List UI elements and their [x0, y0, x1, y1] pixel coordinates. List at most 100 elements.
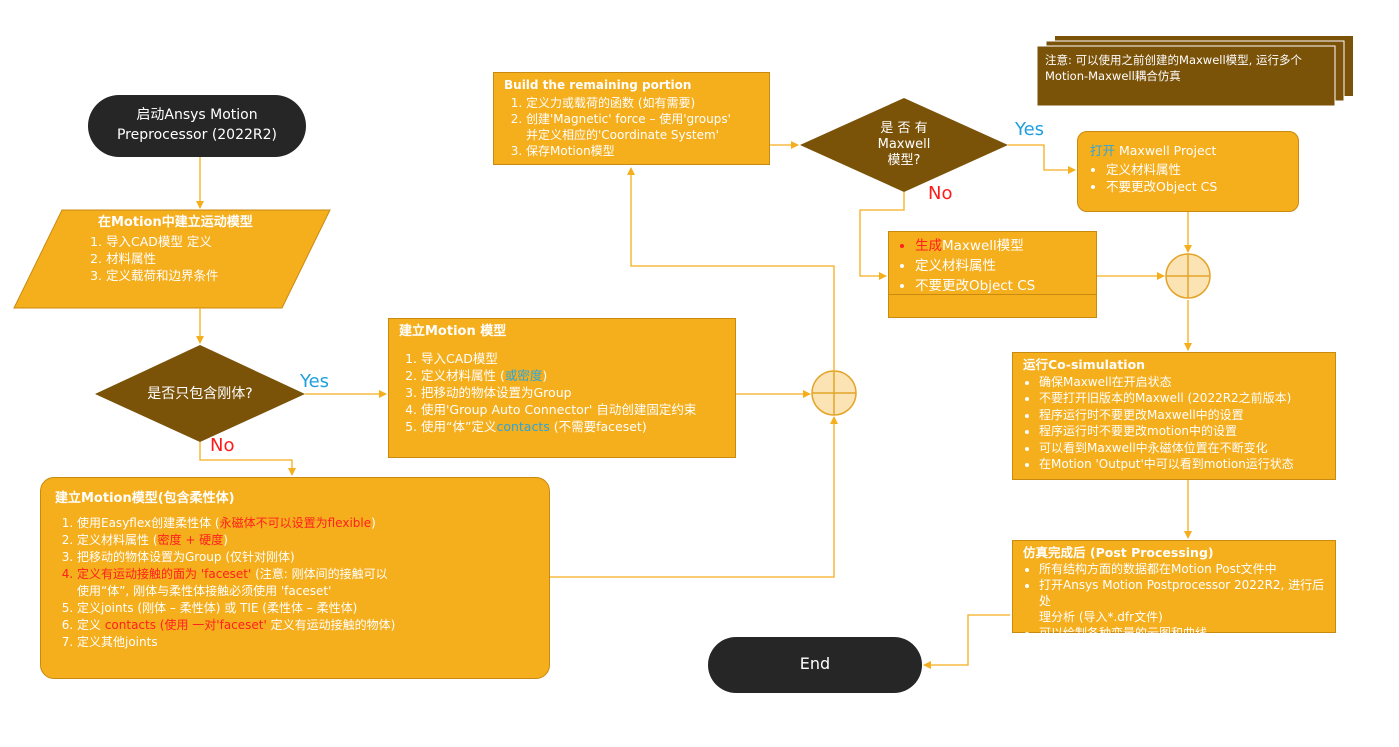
decision-rigid-yes: Yes — [300, 371, 330, 392]
flex-item-1-b: 永磁体不可以设置为flexible — [219, 516, 372, 530]
gen-maxwell-item-3-text: 不要更改Object CS — [915, 278, 1036, 294]
decision-maxwell-label: 是 否 有 Maxwell 模型? — [844, 121, 964, 169]
gen-maxwell-item-1-b: Maxwell模型 — [942, 238, 1024, 254]
rigid-model-item-1-text: 导入CAD模型 — [421, 351, 498, 366]
gen-maxwell-box: 生成Maxwell模型 定义材料属性 不要更改Object CS — [888, 231, 1097, 318]
open-maxwell-title-a: 打开 — [1090, 143, 1116, 158]
post-item-3-text: 可以绘制各种变量的云图和曲线 — [1039, 626, 1208, 640]
cosim-box: 运行Co-simulation 确保Maxwell在开启状态 不要打开旧版本的M… — [1012, 352, 1336, 480]
end-label: End — [799, 654, 831, 673]
rigid-model-item-2: 定义材料属性 (或密度) — [421, 367, 725, 384]
build-model-item-1: 导入CAD模型 定义 — [106, 233, 318, 250]
flex-item-2-a: 定义材料属性 ( — [77, 533, 158, 547]
flex-item-1-a: 使用Easyflex创建柔性体 ( — [77, 516, 220, 530]
arrow-post-to-end — [923, 614, 1010, 669]
remaining-item-2-line2: 并定义相应的'Coordinate System' — [526, 128, 719, 142]
build-model-item-3: 定义载荷和边界条件 — [106, 267, 318, 284]
decision-rigid-diamond — [95, 345, 305, 442]
end-terminator — [708, 637, 922, 693]
cosim-item-3: 程序运行时不要更改Maxwell中的设置 — [1039, 407, 1325, 424]
flex-item-1: 使用Easyflex创建柔性体 (永磁体不可以设置为flexible) — [77, 515, 535, 532]
flex-item-6-a: 定义 — [77, 618, 105, 632]
gen-maxwell-item-2: 定义材料属性 — [915, 256, 1086, 276]
decision-maxwell-diamond — [800, 98, 1008, 192]
rigid-model-item-2-a: 定义材料属性 ( — [421, 368, 505, 383]
note-text: 注意: 可以使用之前创建的Maxwell模型, 运行多个 Motion-Maxw… — [1045, 52, 1331, 84]
open-maxwell-box: 打开 Maxwell Project 定义材料属性 不要更改Object CS — [1077, 131, 1299, 212]
gen-maxwell-item-1-a: 生成 — [915, 238, 942, 254]
gen-maxwell-item-3: 不要更改Object CS — [915, 276, 1086, 296]
rigid-model-item-2-b: 或密度 — [504, 368, 543, 383]
rigid-model-box: 建立Motion 模型 导入CAD模型 定义材料属性 (或密度) 把移动的物体设… — [388, 318, 736, 458]
cosim-item-5: 可以看到Maxwell中永磁体位置在不断变化 — [1039, 440, 1325, 457]
post-item-2-line1: 打开Ansys Motion Postprocessor 2022R2, 进行后… — [1039, 578, 1325, 608]
cosim-item-2: 不要打开旧版本的Maxwell (2022R2之前版本) — [1039, 390, 1325, 407]
flex-item-4: 定义有运动接触的面为 'faceset' (注意: 刚体间的接触可以使用“体”,… — [77, 566, 535, 600]
rigid-model-item-1: 导入CAD模型 — [421, 350, 725, 367]
remaining-item-3: 保存Motion模型 — [526, 143, 759, 159]
post-item-2: 打开Ansys Motion Postprocessor 2022R2, 进行后… — [1039, 577, 1325, 625]
remaining-item-1: 定义力或载荷的函数 (如有需要) — [526, 95, 759, 111]
start-line2: Preprocessor (2022R2) — [116, 127, 277, 143]
rigid-model-item-5-c: (不需要faceset) — [549, 419, 647, 434]
decision-maxwell-line2: Maxwell — [877, 137, 931, 152]
flex-model-title: 建立Motion模型(包含柔性体) — [55, 491, 235, 506]
build-model-item-2: 材料属性 — [106, 250, 318, 267]
decision-maxwell-line3: 模型? — [887, 153, 921, 168]
decision-maxwell-yes: Yes — [1015, 119, 1045, 140]
cosim-item-6: 在Motion 'Output'中可以看到motion运行状态 — [1039, 456, 1325, 473]
start-terminator — [88, 95, 306, 157]
rigid-model-item-2-c: ) — [542, 368, 548, 383]
flex-item-1-c: ) — [371, 516, 376, 530]
open-maxwell-item-2: 不要更改Object CS — [1106, 178, 1286, 195]
post-item-1: 所有结构方面的数据都在Motion Post文件中 — [1039, 561, 1325, 577]
open-maxwell-title-b: Maxwell Project — [1115, 143, 1217, 158]
remaining-title: Build the remaining portion — [504, 78, 692, 92]
rigid-model-item-4-text: 使用'Group Auto Connector' 自动创建固定约束 — [421, 402, 697, 417]
rigid-model-item-5-a: 使用“体”定义 — [421, 419, 497, 434]
build-model-parallelogram — [13, 209, 331, 309]
flex-item-2-c: ) — [223, 533, 228, 547]
decision-rigid-label: 是否只包含刚体? — [147, 386, 253, 402]
flex-item-7: 定义其他joints — [77, 634, 535, 651]
flex-item-2-b: 密度 + 硬度 — [157, 533, 224, 547]
start-label: 启动Ansys Motion Preprocessor (2022R2) — [88, 105, 306, 145]
rigid-model-item-3: 把移动的物体设置为Group — [421, 384, 725, 401]
cosim-title: 运行Co-simulation — [1023, 357, 1146, 372]
flex-item-2: 定义材料属性 (密度 + 硬度) — [77, 532, 535, 549]
open-maxwell-title: 打开 Maxwell Project — [1090, 142, 1286, 159]
rigid-model-item-4: 使用'Group Auto Connector' 自动创建固定约束 — [421, 401, 725, 418]
gen-maxwell-divider — [888, 294, 1097, 295]
arrow-no-to-gen — [859, 192, 905, 280]
flex-item-5-text: 定义joints (刚体 – 柔性体) 或 TIE (柔性体 – 柔性体) — [77, 601, 358, 615]
build-model-text: 在Motion中建立运动模型 导入CAD模型 定义 材料属性 定义载荷和边界条件 — [88, 214, 318, 284]
gen-maxwell-item-1: 生成Maxwell模型 — [915, 236, 1086, 256]
flex-item-4-line2: 使用“体”, 刚体与柔性体接触必须使用 'faceset' — [77, 584, 332, 598]
remaining-item-2-line1: 创建'Magnetic' force – 使用'groups' — [526, 112, 731, 126]
gen-maxwell-item-2-text: 定义材料属性 — [915, 258, 996, 274]
rigid-model-item-3-text: 把移动的物体设置为Group — [421, 385, 572, 400]
note-box — [1036, 45, 1336, 107]
remaining-item-3-text: 保存Motion模型 — [526, 144, 615, 158]
decision-rigid-no: No — [210, 435, 235, 456]
line-flex-to-sum — [550, 416, 838, 578]
rigid-model-item-5-b: contacts — [496, 419, 550, 434]
post-item-2-line2: 理分析 (导入*.dfr文件) — [1039, 610, 1163, 624]
rigid-model-item-5: 使用“体”定义contacts (不需要faceset) — [421, 418, 725, 435]
flex-item-3: 把移动的物体设置为Group (仅针对刚体) — [77, 549, 535, 566]
cosim-item-4: 程序运行时不要更改motion中的设置 — [1039, 423, 1325, 440]
open-maxwell-item-1: 定义材料属性 — [1106, 161, 1286, 178]
start-line1: 启动Ansys Motion — [136, 107, 258, 123]
cosim-item-1: 确保Maxwell在开启状态 — [1039, 374, 1325, 391]
post-item-1-text: 所有结构方面的数据都在Motion Post文件中 — [1039, 562, 1277, 576]
note-line2: Motion-Maxwell耦合仿真 — [1045, 69, 1181, 83]
arrow-sum-to-remaining — [627, 167, 835, 371]
build-model-title: 在Motion中建立运动模型 — [98, 215, 253, 230]
flex-item-3-text: 把移动的物体设置为Group (仅针对刚体) — [77, 550, 295, 564]
rigid-model-title: 建立Motion 模型 — [399, 324, 507, 339]
flex-item-6-b: contacts (使用 一对'faceset' — [104, 618, 267, 632]
remaining-item-1-text: 定义力或载荷的函数 (如有需要) — [526, 96, 696, 110]
post-box: 仿真完成后 (Post Processing) 所有结构方面的数据都在Motio… — [1012, 540, 1336, 640]
decision-maxwell-no: No — [928, 183, 953, 204]
